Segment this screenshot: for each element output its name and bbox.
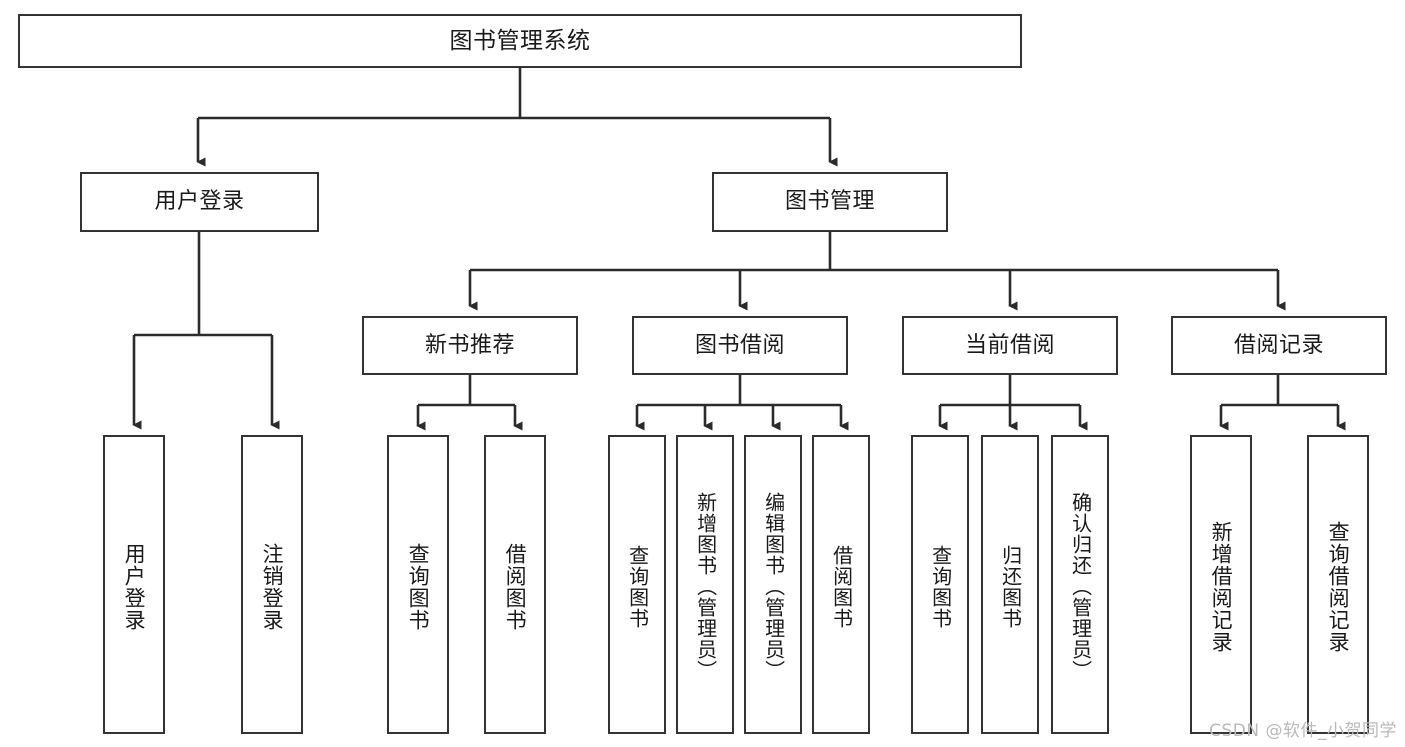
node-label: 查询图书 [928, 544, 953, 629]
node-borrow-record[interactable]: 借阅记录 [1171, 316, 1387, 375]
node-label: 查询图书 [625, 544, 650, 629]
node-leaf-query-book-1[interactable]: 查询图书 [387, 435, 449, 734]
node-book-borrow[interactable]: 图书借阅 [632, 316, 848, 375]
node-label: 确认归还（管理员） [1068, 492, 1093, 681]
node-user-login[interactable]: 用户登录 [80, 172, 319, 232]
node-leaf-add-borrow-record[interactable]: 新增借阅记录 [1190, 435, 1252, 734]
node-leaf-query-borrow-record[interactable]: 查询借阅记录 [1307, 435, 1369, 734]
node-leaf-logout-login[interactable]: 注销登录 [241, 435, 303, 734]
node-leaf-confirm-return-admin[interactable]: 确认归还（管理员） [1051, 435, 1109, 734]
node-label: 借阅记录 [1233, 332, 1324, 358]
node-label: 归还图书 [998, 544, 1023, 629]
node-leaf-borrow-book-2[interactable]: 借阅图书 [812, 435, 870, 734]
node-label: 注销登录 [260, 542, 285, 631]
node-label: 借阅图书 [503, 542, 528, 631]
node-label: 图书管理系统 [449, 27, 591, 54]
node-label: 图书借阅 [694, 332, 785, 358]
node-new-book-recommend[interactable]: 新书推荐 [362, 316, 578, 375]
node-label: 当前借阅 [964, 332, 1055, 358]
node-root-system[interactable]: 图书管理系统 [18, 14, 1022, 68]
node-label: 查询借阅记录 [1326, 520, 1351, 653]
node-label: 查询图书 [406, 542, 431, 631]
node-label: 新增图书（管理员） [693, 492, 718, 681]
node-leaf-query-book-2[interactable]: 查询图书 [608, 435, 666, 734]
node-label: 编辑图书（管理员） [761, 492, 786, 681]
node-label: 图书管理 [784, 189, 875, 215]
node-label: 新书推荐 [424, 332, 515, 358]
node-current-borrow[interactable]: 当前借阅 [902, 316, 1118, 375]
node-leaf-query-book-3[interactable]: 查询图书 [911, 435, 969, 734]
node-label: 用户登录 [154, 189, 245, 215]
node-leaf-borrow-book-1[interactable]: 借阅图书 [484, 435, 546, 734]
node-label: 借阅图书 [829, 544, 854, 629]
node-leaf-edit-book-admin[interactable]: 编辑图书（管理员） [744, 435, 802, 734]
node-label: 新增借阅记录 [1209, 520, 1234, 653]
node-leaf-add-book-admin[interactable]: 新增图书（管理员） [676, 435, 734, 734]
node-leaf-return-book[interactable]: 归还图书 [981, 435, 1039, 734]
node-leaf-user-login[interactable]: 用户登录 [103, 435, 165, 734]
csdn-watermark: CSDN @软件_小贺同学 [1209, 721, 1397, 741]
node-book-manage[interactable]: 图书管理 [712, 172, 948, 232]
node-label: 用户登录 [122, 542, 147, 631]
